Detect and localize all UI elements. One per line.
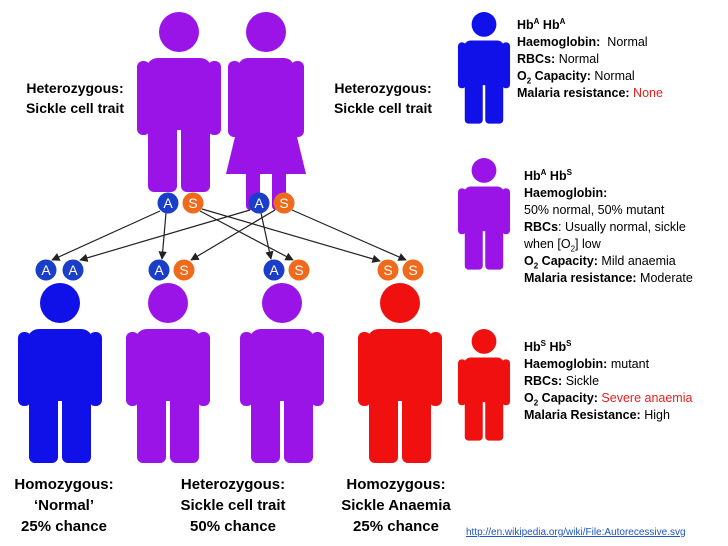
child-2-allele-2: S (173, 259, 195, 281)
child-2-allele-1: A (148, 259, 170, 281)
child-1-allele-2: A (62, 259, 84, 281)
inheritance-arrow (190, 209, 276, 261)
label-line: 25% chance (353, 518, 439, 535)
outcome-anaemia-label: Homozygous: Sickle Anaemia 25% chance (326, 474, 466, 537)
child-figure-icon-3 (240, 283, 324, 463)
source-link[interactable]: http://en.wikipedia.org/wiki/File:Autore… (466, 527, 686, 538)
inheritance-arrow (260, 212, 274, 260)
inheritance-arrow (51, 210, 161, 261)
legend-ss-figure-icon (457, 329, 511, 441)
father-allele-s: S (182, 192, 204, 214)
legend-ss-o2: O2 Capacity: Severe anaemia (524, 391, 693, 408)
legend-as-malaria: Malaria resistance: Moderate (524, 271, 693, 285)
svg-text:S: S (188, 195, 197, 211)
inheritance-arrow (199, 210, 294, 261)
child-3-allele-1: A (263, 259, 285, 281)
svg-text:A: A (154, 262, 164, 278)
legend-as-haemoglobin: 50% normal, 50% mutant (524, 203, 665, 217)
legend-aa-rbcs: RBCs: Normal (517, 52, 599, 66)
child-4-allele-2: S (402, 259, 424, 281)
father-figure-icon (137, 12, 221, 192)
legend-as-genotype: HbA HbS (524, 167, 572, 183)
child-figure-icon-1 (18, 283, 102, 463)
father-genotype-label: Heterozygous: Sickle cell trait (10, 78, 140, 118)
legend-as-figure-icon (457, 158, 511, 270)
child-figure-icon-2 (126, 283, 210, 463)
svg-text:S: S (383, 262, 392, 278)
legend-ss-genotype: HbS HbS (524, 338, 572, 354)
father-allele-a: A (157, 192, 179, 214)
label-line: Sickle cell trait (180, 497, 286, 514)
label-line: Sickle cell trait (333, 100, 433, 116)
label-line: ‘Normal’ (33, 497, 94, 514)
child-figure-icon-4 (358, 283, 442, 463)
legend-ss-malaria: Malaria Resistance: High (524, 408, 670, 422)
legend-aa-figure-icon (457, 12, 511, 124)
legend-as-o2: O2 Capacity: Mild anaemia (524, 254, 676, 271)
mother-figure-icon (226, 12, 306, 210)
svg-text:S: S (408, 262, 417, 278)
svg-text:S: S (279, 195, 288, 211)
legend-aa-info: HbA HbA Haemoglobin: Normal RBCs: Normal… (517, 17, 663, 102)
child-3-allele-2: S (288, 259, 310, 281)
legend-aa-malaria: Malaria resistance: None (517, 86, 663, 100)
svg-text:S: S (179, 262, 188, 278)
mother-allele-a: A (248, 192, 270, 214)
legend-aa-haemoglobin: Haemoglobin: Normal (517, 35, 648, 49)
label-line: Homozygous: (346, 476, 446, 493)
label-line: Heterozygous: (26, 80, 124, 96)
svg-text:A: A (41, 262, 51, 278)
svg-text:A: A (163, 195, 173, 211)
legend-ss-info: HbS HbS Haemoglobin: mutant RBCs: Sickle… (524, 339, 692, 424)
legend-ss-haemoglobin: Haemoglobin: mutant (524, 357, 650, 371)
mother-allele-s: S (273, 192, 295, 214)
legend-ss-rbcs: RBCs: Sickle (524, 374, 600, 388)
inheritance-arrow (158, 212, 167, 260)
svg-text:S: S (294, 262, 303, 278)
legend-as-info: HbA HbS Haemoglobin: 50% normal, 50% mut… (524, 168, 693, 287)
mother-genotype-label: Heterozygous: Sickle cell trait (318, 78, 448, 118)
inheritance-arrow (291, 209, 407, 261)
label-line: Heterozygous: (334, 80, 432, 96)
label-line: 50% chance (190, 518, 276, 535)
outcome-normal-label: Homozygous: ‘Normal’ 25% chance (0, 474, 128, 537)
svg-text:A: A (254, 195, 264, 211)
child-1-allele-1: A (35, 259, 57, 281)
label-line: Heterozygous: (180, 476, 286, 493)
label-line: 25% chance (21, 518, 107, 535)
inheritance-arrow (201, 208, 381, 263)
label-line: Sickle Anaemia (341, 497, 451, 514)
legend-as-rbcs-cont: when [O2] low (524, 237, 601, 254)
legend-as-rbcs: RBCs: Usually normal, sickle (524, 220, 686, 234)
label-line: Homozygous: (14, 476, 114, 493)
legend-as-haemoglobin-label: Haemoglobin: (524, 186, 608, 200)
outcome-trait-label: Heterozygous: Sickle cell trait 50% chan… (158, 474, 308, 537)
legend-aa-genotype: HbA HbA (517, 16, 566, 32)
label-line: Sickle cell trait (25, 100, 125, 116)
inheritance-arrow (79, 209, 251, 262)
svg-text:A: A (68, 262, 78, 278)
svg-text:A: A (269, 262, 279, 278)
legend-aa-o2: O2 Capacity: Normal (517, 69, 635, 86)
child-4-allele-1: S (377, 259, 399, 281)
